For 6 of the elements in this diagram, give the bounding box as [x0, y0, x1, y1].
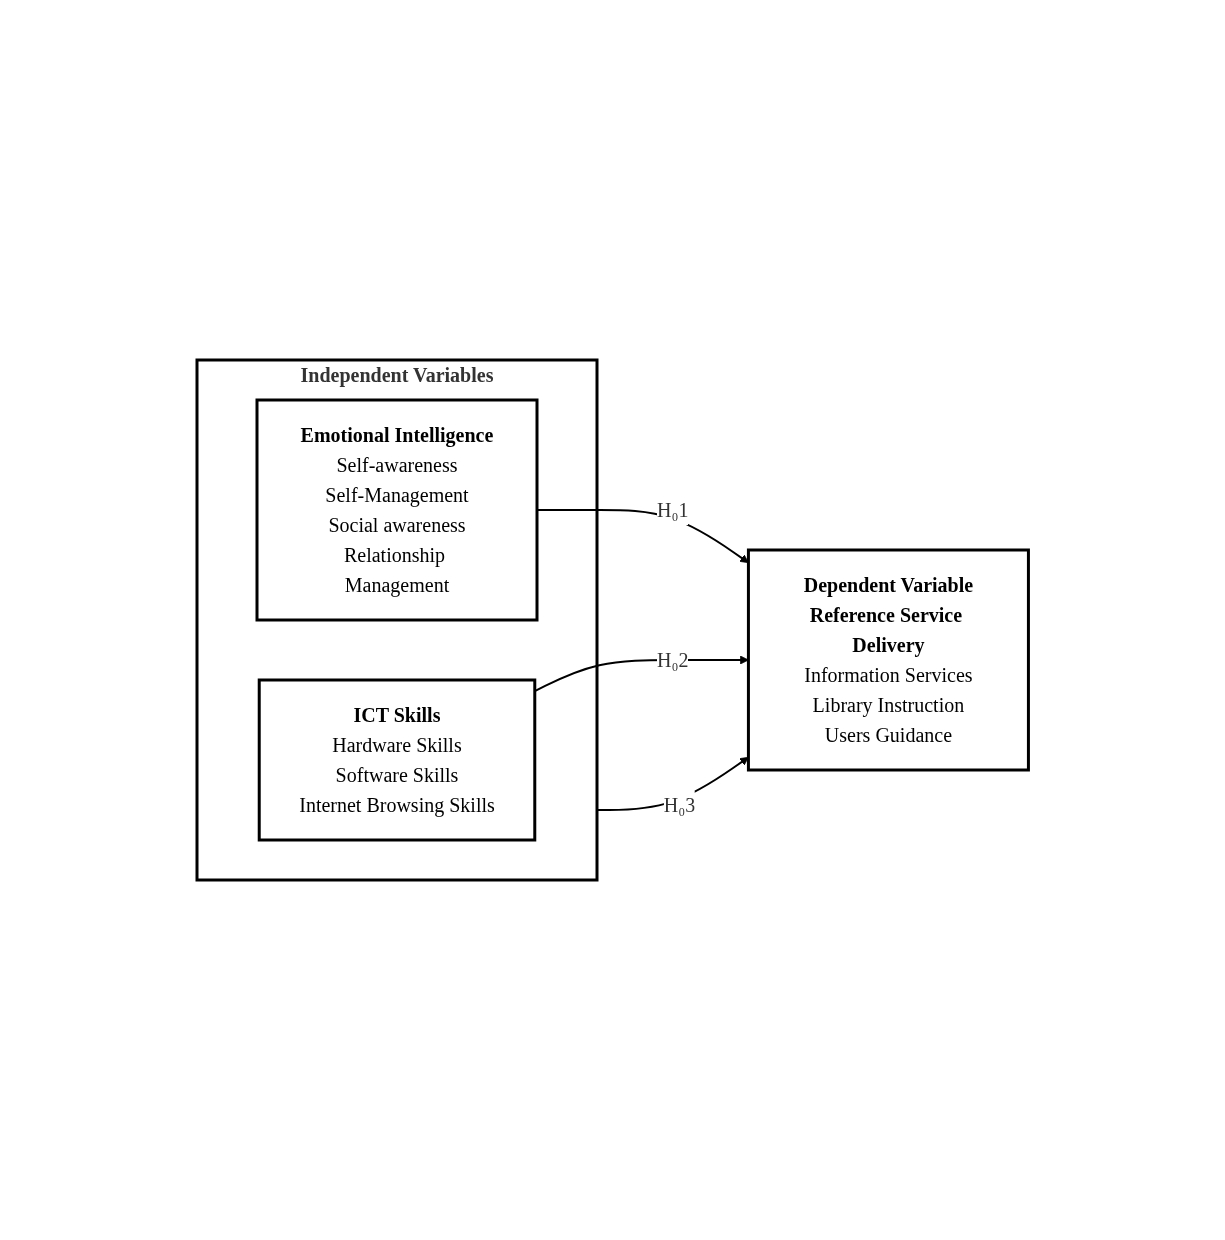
edge-label: H₀2 — [656, 649, 689, 671]
edge-label: H₀3 — [663, 794, 695, 817]
node-box: Emotional Intelligence Self-awareness Self-Management Social awareness Relationship Management — [255, 398, 539, 622]
node-box: ICT Skills Hardware Skills Software Skills Internet Browsing Skills — [257, 678, 537, 842]
node-box: Dependent Variable Reference Service Delivery Information Services Library Instruction Users Guidance — [746, 548, 1030, 772]
edge-label: H₀1 — [656, 499, 689, 521]
